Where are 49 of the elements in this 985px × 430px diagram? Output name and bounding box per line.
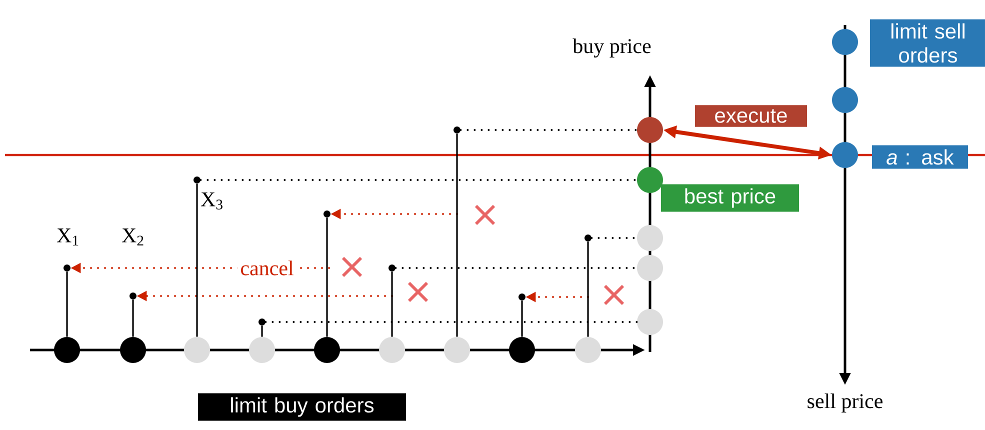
order-dot <box>249 337 275 363</box>
axis-label: sell price <box>808 393 882 412</box>
order-dot <box>314 337 340 363</box>
price-point <box>194 176 200 184</box>
price-point <box>388 264 396 272</box>
order-stem <box>326 218 328 337</box>
price-point <box>518 294 526 300</box>
order-label-box: limit buy orders <box>198 393 406 421</box>
order-dot <box>637 309 663 335</box>
order-dot <box>379 337 405 363</box>
order-dot <box>184 337 210 363</box>
order-stem <box>391 272 393 337</box>
order-stem <box>66 272 68 337</box>
projection-line <box>460 129 638 131</box>
order-stem <box>456 134 458 337</box>
edge-label: cancel <box>237 258 297 278</box>
projection-line <box>264 321 638 323</box>
axis-label: X$_{1}$ <box>56 228 78 246</box>
order-dot <box>832 87 858 113</box>
order-dot <box>637 167 663 193</box>
order-stem <box>132 300 134 337</box>
order-dot <box>832 29 858 55</box>
order-dot <box>637 225 663 251</box>
order-dot <box>637 117 663 143</box>
price-point <box>584 234 592 242</box>
action-label-box: execute <box>695 105 807 127</box>
axis-label: X$_{3}$ <box>200 192 222 210</box>
order-stem <box>521 300 523 337</box>
price-label-box: best price <box>661 184 799 212</box>
order-dot <box>575 337 601 363</box>
order-dot <box>637 255 663 281</box>
order-stem <box>261 326 263 337</box>
price-point <box>64 264 71 272</box>
projection-line <box>200 179 638 181</box>
order-dot <box>54 337 80 363</box>
price-point <box>324 210 330 218</box>
order-stem <box>196 184 198 337</box>
order-label-box: limit sell orders <box>870 19 985 67</box>
price-point <box>130 292 136 300</box>
order-stem <box>587 242 589 337</box>
price-point <box>454 126 460 134</box>
order-dot <box>120 337 146 363</box>
price-point <box>258 318 266 326</box>
ask-label-box: a : ask <box>872 145 968 169</box>
axis-label: buy price <box>572 38 651 58</box>
order-dot <box>444 337 470 363</box>
order-dot <box>509 337 535 363</box>
axis-label: X$_{2}$ <box>122 228 144 246</box>
order-dot <box>832 142 858 168</box>
